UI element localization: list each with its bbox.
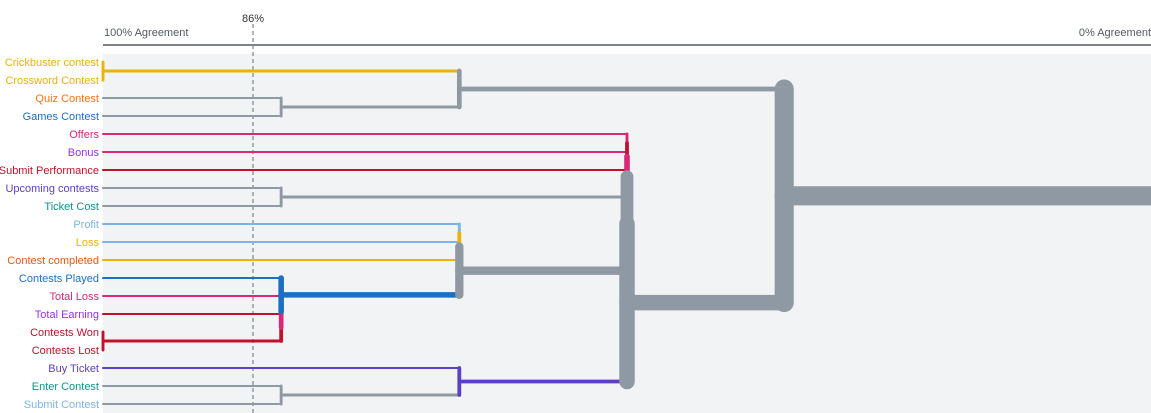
leaf-label: Contests Lost	[32, 345, 99, 357]
leaf-label: Profit	[73, 219, 99, 231]
leaf-label: Contest completed	[7, 255, 99, 267]
leaf-label: Crickbuster contest	[5, 57, 99, 69]
leaf-label: Games Contest	[23, 111, 99, 123]
leaf-label: Submit Performance	[0, 165, 99, 177]
leaf-label: Ticket Cost	[44, 201, 99, 213]
leaf-label: Loss	[76, 237, 100, 249]
leaf-label: Upcoming contests	[5, 183, 99, 195]
leaf-label: Enter Contest	[32, 381, 99, 393]
leaf-label: Crossword Contest	[5, 75, 99, 87]
branch-group	[101, 60, 1151, 406]
leaf-label: Total Loss	[49, 291, 99, 303]
axis-label-left: 100% Agreement	[104, 27, 188, 39]
leaf-label: Contests Played	[19, 273, 99, 285]
leaf-label: Total Earning	[35, 309, 99, 321]
cut-label: 86%	[242, 13, 264, 25]
leaf-label: Bonus	[68, 147, 100, 159]
leaf-label: Offers	[69, 129, 99, 141]
leaf-label: Submit Contest	[24, 399, 99, 411]
axis-label-right: 0% Agreement	[1079, 27, 1151, 39]
leaf-label: Quiz Contest	[35, 93, 99, 105]
leaf-label: Contests Won	[30, 327, 99, 339]
leaf-label: Buy Ticket	[48, 363, 99, 375]
